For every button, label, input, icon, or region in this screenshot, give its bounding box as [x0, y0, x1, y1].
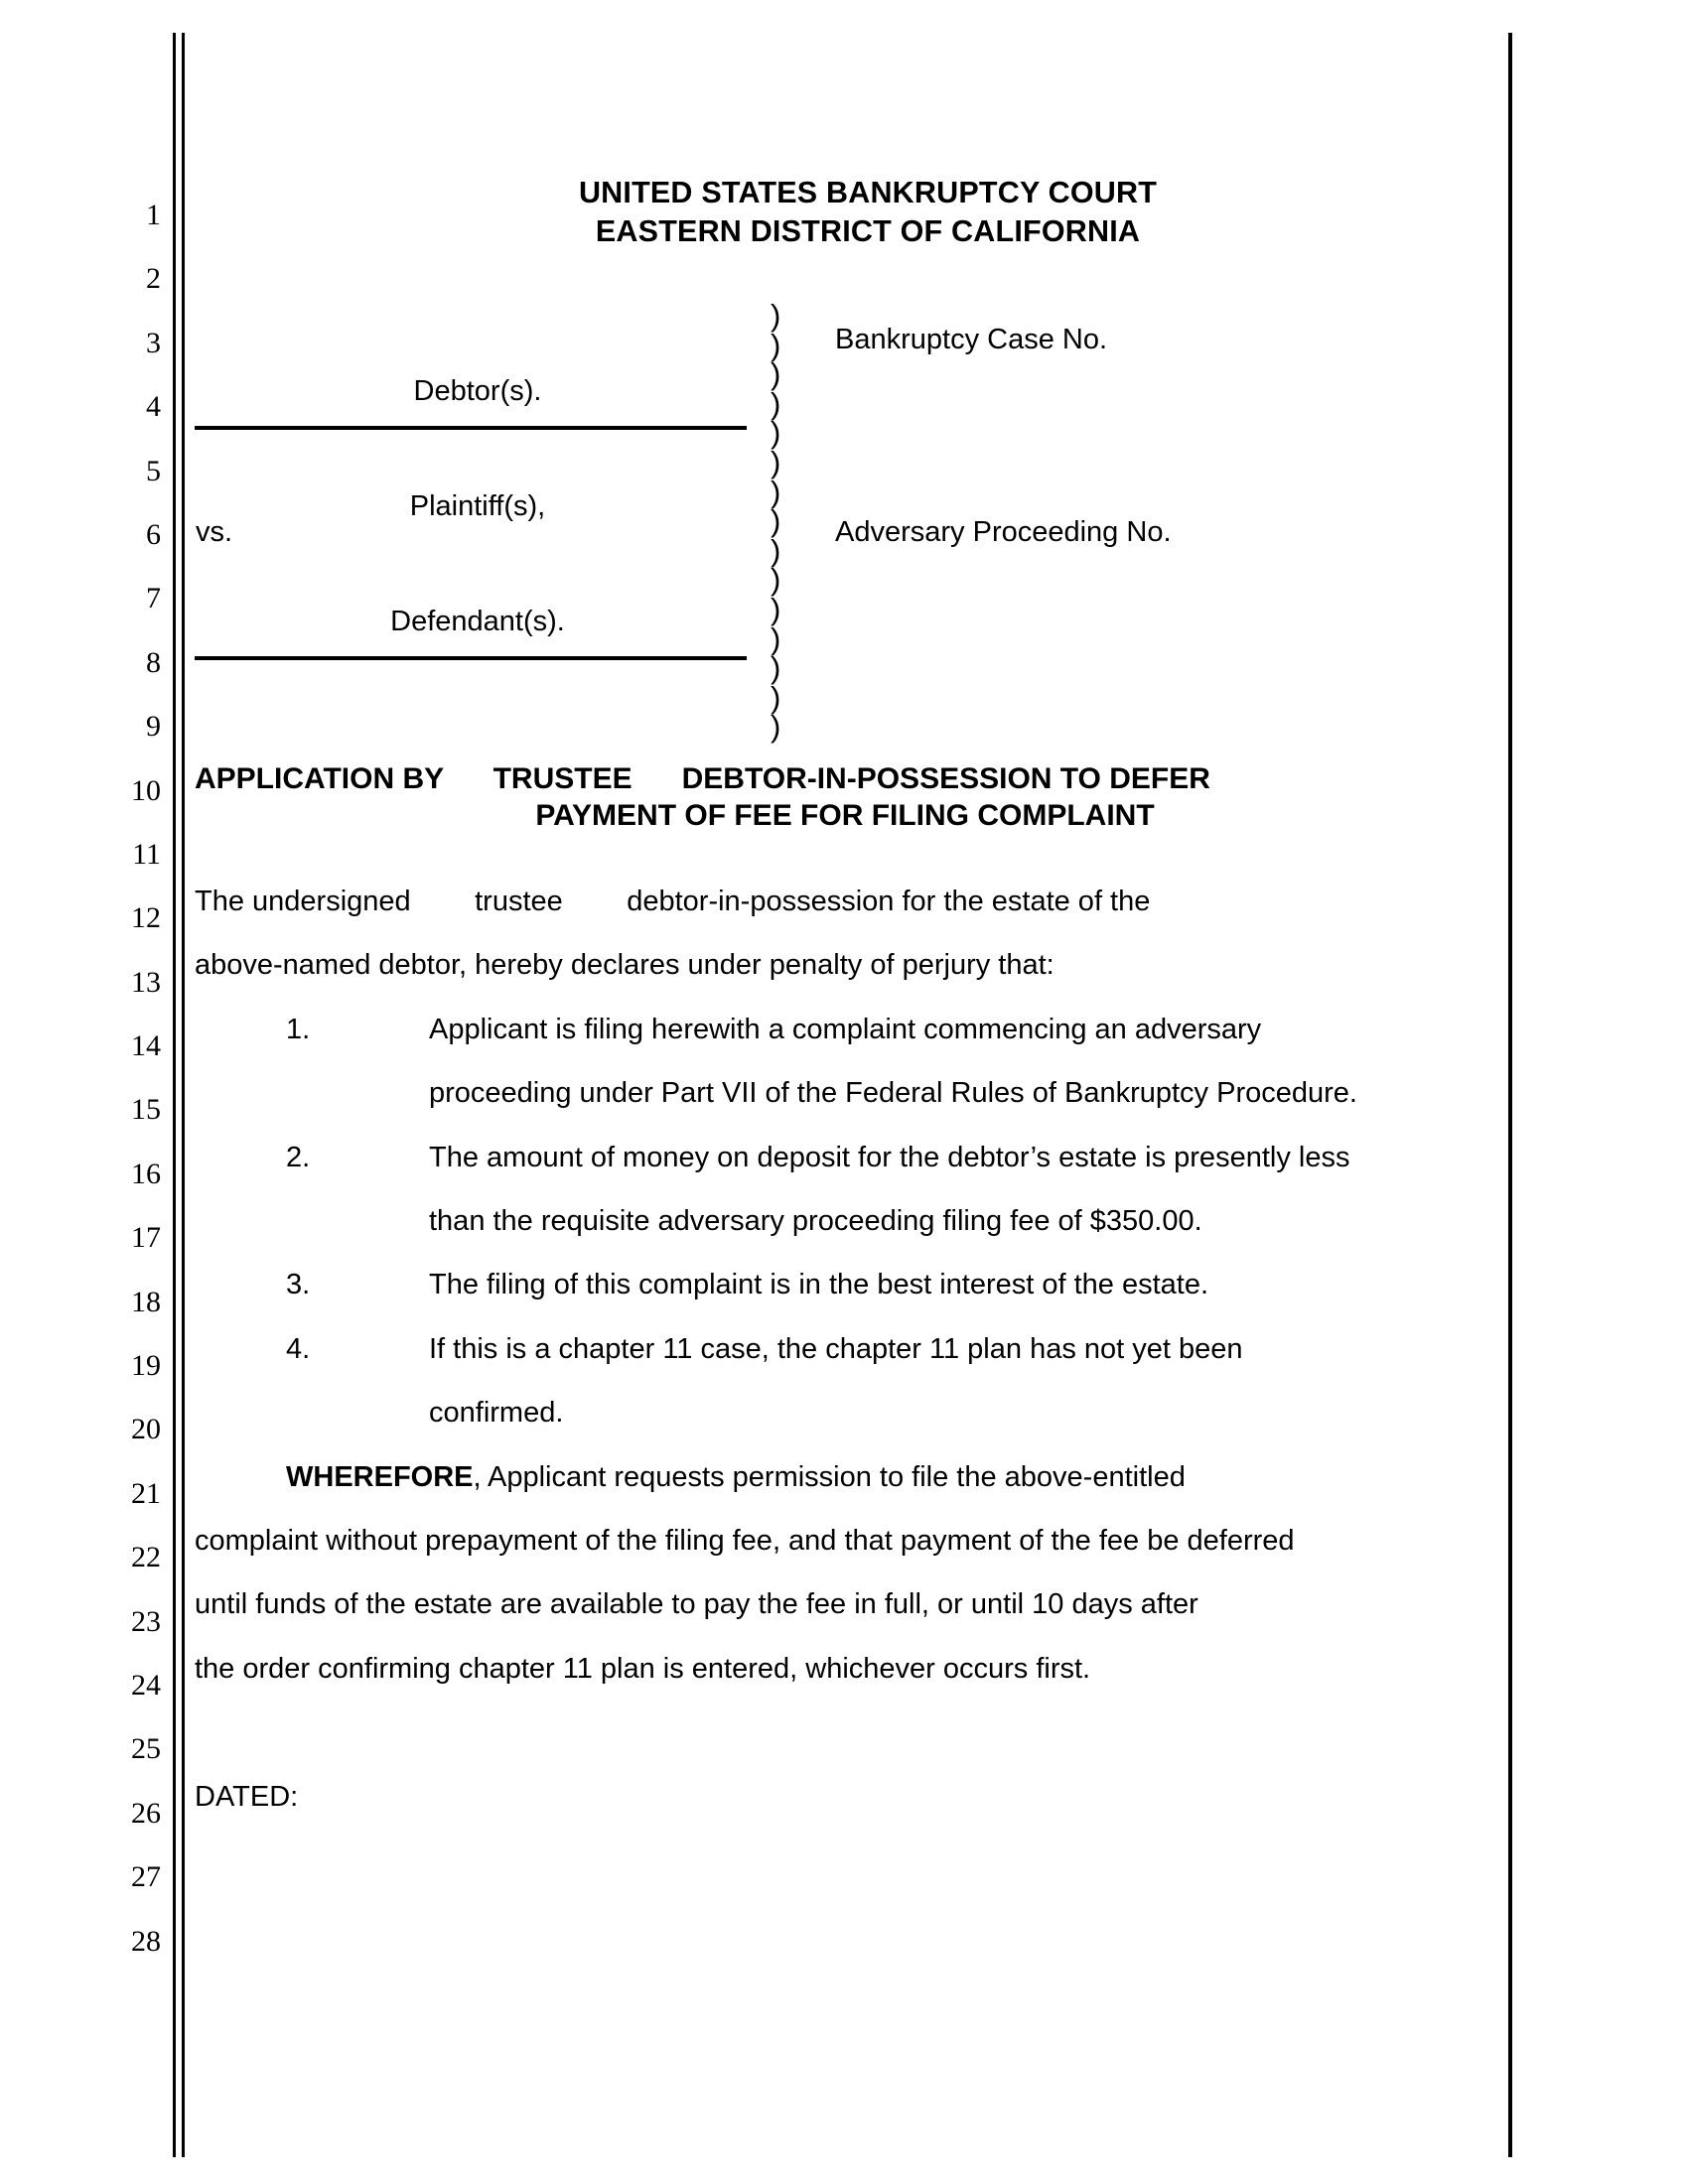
line-number: 24 [131, 1668, 161, 1702]
line-number: 23 [131, 1604, 161, 1638]
line-number: 21 [131, 1476, 161, 1510]
line-number: 26 [131, 1796, 161, 1830]
caption-paren-glyph: ) [771, 298, 781, 333]
line-number: 5 [146, 454, 161, 487]
caption-paren-glyph: ) [771, 709, 781, 745]
caption-paren-glyph: ) [771, 591, 781, 626]
line-number: 13 [131, 965, 161, 999]
line-number: 2 [146, 262, 161, 296]
line-number: 8 [146, 645, 161, 679]
document-body: The undersigned trustee debtor-in-posses… [195, 870, 1495, 1829]
caption-parties: Debtor(s). Plaintiff(s), vs. Defendant(s… [195, 262, 761, 758]
caption-paren-glyph: ) [771, 679, 781, 715]
line-number: 4 [146, 390, 161, 424]
dated-label: DATED: [195, 1780, 299, 1813]
court-district: EASTERN DISTRICT OF CALIFORNIA [595, 214, 1141, 248]
plaintiff-label: Plaintiff(s), [409, 490, 546, 522]
caption-paren-column: ))))))))))))))) [771, 298, 810, 745]
versus-label: vs. [196, 516, 233, 548]
wherefore-line2: complaint without prepayment of the fili… [195, 1525, 1295, 1558]
right-margin-rule [1508, 33, 1512, 2157]
list-item-text: than the requisite adversary proceeding … [429, 1205, 1202, 1238]
line-number: 11 [132, 837, 161, 871]
case-caption-block: Debtor(s). Plaintiff(s), vs. Defendant(s… [195, 262, 1495, 758]
numbered-list: 1. Applicant is filing herewith a compla… [195, 998, 1495, 1445]
caption-paren-glyph: ) [771, 444, 781, 479]
left-margin-rule-outer [173, 33, 176, 2157]
list-item-continuation: proceeding under Part VII of the Federal… [195, 1061, 1495, 1125]
caption-paren-glyph: ) [771, 356, 781, 392]
line-number: 9 [146, 710, 161, 744]
document-content: UNITED STATES BANKRUPTCY COURT EASTERN D… [195, 165, 1495, 1829]
debtor-label: Debtor(s). [413, 375, 542, 407]
line-number: 28 [131, 1924, 161, 1958]
wherefore-text: , Applicant requests permission to file … [473, 1460, 1186, 1493]
list-item-text: If this is a chapter 11 case, the chapte… [429, 1332, 1243, 1365]
list-item-text: Applicant is filing herewith a complaint… [429, 1013, 1262, 1045]
line-number: 18 [131, 1285, 161, 1318]
list-item-continuation: confirmed. [195, 1381, 1495, 1444]
document-title: APPLICATION BY TRUSTEE DEBTOR-IN-POSSESS… [195, 760, 1495, 834]
intro-paragraph-line2: above-named debtor, hereby declares unde… [195, 949, 1055, 982]
list-item-text: The filing of this complaint is in the b… [429, 1269, 1209, 1301]
document-title-line2: PAYMENT OF FEE FOR FILING COMPLAINT [535, 799, 1155, 832]
court-header: UNITED STATES BANKRUPTCY COURT EASTERN D… [240, 174, 1495, 251]
line-number: 12 [131, 901, 161, 935]
list-item: 1. Applicant is filing herewith a compla… [195, 998, 1495, 1061]
line-number: 20 [131, 1413, 161, 1446]
left-margin-rule-inner [182, 33, 185, 2157]
caption-paren-glyph: ) [771, 474, 781, 509]
list-item: 4. If this is a chapter 11 case, the cha… [195, 1317, 1495, 1381]
caption-divider-bottom [195, 656, 747, 660]
line-number: 14 [131, 1029, 161, 1063]
list-item-number: 1. [286, 1013, 311, 1045]
wherefore-line3: until funds of the estate are available … [195, 1588, 1198, 1621]
bankruptcy-case-no-label: Bankruptcy Case No. [835, 324, 1108, 355]
wherefore-paragraph: WHEREFORE, Applicant requests permission… [195, 1445, 1495, 1509]
caption-paren-glyph: ) [771, 503, 781, 539]
list-item: 3. The filing of this complaint is in th… [195, 1253, 1495, 1316]
line-number: 22 [131, 1541, 161, 1574]
list-item-text: The amount of money on deposit for the d… [429, 1141, 1350, 1173]
defendant-label: Defendant(s). [390, 606, 565, 637]
list-item-text: proceeding under Part VII of the Federal… [429, 1077, 1357, 1110]
caption-paren-glyph: ) [771, 650, 781, 686]
line-number: 15 [131, 1093, 161, 1127]
caption-paren-glyph: ) [771, 385, 781, 421]
line-number: 6 [146, 517, 161, 551]
list-item-text: confirmed. [429, 1397, 564, 1430]
line-number: 19 [131, 1349, 161, 1383]
adversary-proceeding-no-label: Adversary Proceeding No. [835, 516, 1172, 548]
line-number: 7 [146, 582, 161, 615]
court-name: UNITED STATES BANKRUPTCY COURT [578, 176, 1158, 209]
wherefore-line4: the order confirming chapter 11 plan is … [195, 1652, 1091, 1685]
line-number: 27 [131, 1860, 161, 1894]
list-item-number: 3. [286, 1269, 311, 1301]
caption-paren-glyph: ) [771, 532, 781, 568]
list-item-continuation: than the requisite adversary proceeding … [195, 1189, 1495, 1253]
line-number: 1 [146, 199, 161, 231]
document-title-line1: APPLICATION BY TRUSTEE DEBTOR-IN-POSSESS… [195, 762, 1210, 795]
line-number: 10 [131, 773, 161, 807]
caption-paren-glyph: ) [771, 327, 781, 362]
list-item: 2. The amount of money on deposit for th… [195, 1126, 1495, 1189]
wherefore-keyword: WHEREFORE [286, 1460, 474, 1493]
line-number: 17 [131, 1221, 161, 1255]
intro-paragraph-line1: The undersigned trustee debtor-in-posses… [195, 886, 1151, 917]
caption-paren-glyph: ) [771, 620, 781, 656]
caption-paren-glyph: ) [771, 415, 781, 451]
caption-paren-glyph: ) [771, 562, 781, 598]
list-item-number: 4. [286, 1332, 311, 1365]
line-number: 25 [131, 1732, 161, 1766]
list-item-number: 2. [286, 1141, 311, 1173]
line-number: 16 [131, 1157, 161, 1190]
caption-divider-top [195, 426, 747, 430]
line-number: 3 [146, 326, 161, 359]
